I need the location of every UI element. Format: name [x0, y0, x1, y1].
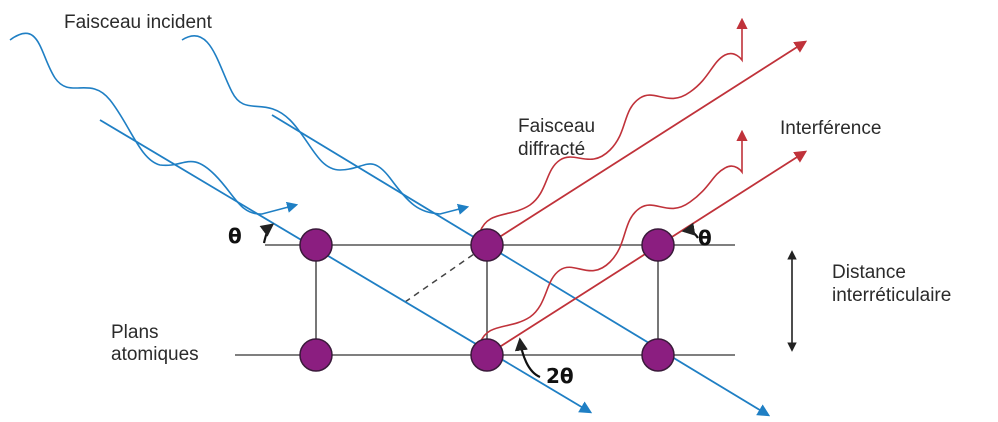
theta-left-label: θ [228, 224, 242, 248]
incident-beam-label: Faisceau incident [64, 12, 212, 33]
atom-top-right [641, 228, 675, 262]
theta-right-arc [681, 222, 699, 239]
theta-left-arc [259, 223, 275, 244]
path-difference-dashed-line [404, 244, 488, 303]
distance-label-line1: Distance [832, 262, 906, 283]
atom-top-middle [470, 228, 504, 262]
distance-label-line2: interréticulaire [832, 285, 952, 306]
incident-ray-1 [99, 119, 593, 414]
interference-label: Interférence [780, 118, 882, 139]
diffracted-ray-1 [486, 40, 808, 246]
atom-top-left [299, 228, 333, 262]
diffracted-beam-label-line1: Faisceau [518, 116, 596, 137]
incident-wave-1 [9, 32, 299, 215]
planes-label-line2: atomiques [111, 344, 199, 365]
incident-wave-2 [181, 34, 470, 215]
theta-right-label: θ [698, 226, 712, 250]
two-theta-label: 2θ [546, 364, 574, 388]
diffracted-wave-2 [479, 129, 748, 344]
atom-bottom-middle [470, 338, 504, 372]
diffracted-beam-label-line2: diffracté [518, 139, 586, 160]
incident-ray-2 [271, 114, 771, 417]
two-theta-arc [514, 337, 541, 379]
diffracted-wave-1 [479, 17, 748, 233]
planes-label-line1: Plans [111, 322, 159, 343]
atom-bottom-right [641, 338, 675, 372]
atom-bottom-left [299, 338, 333, 372]
